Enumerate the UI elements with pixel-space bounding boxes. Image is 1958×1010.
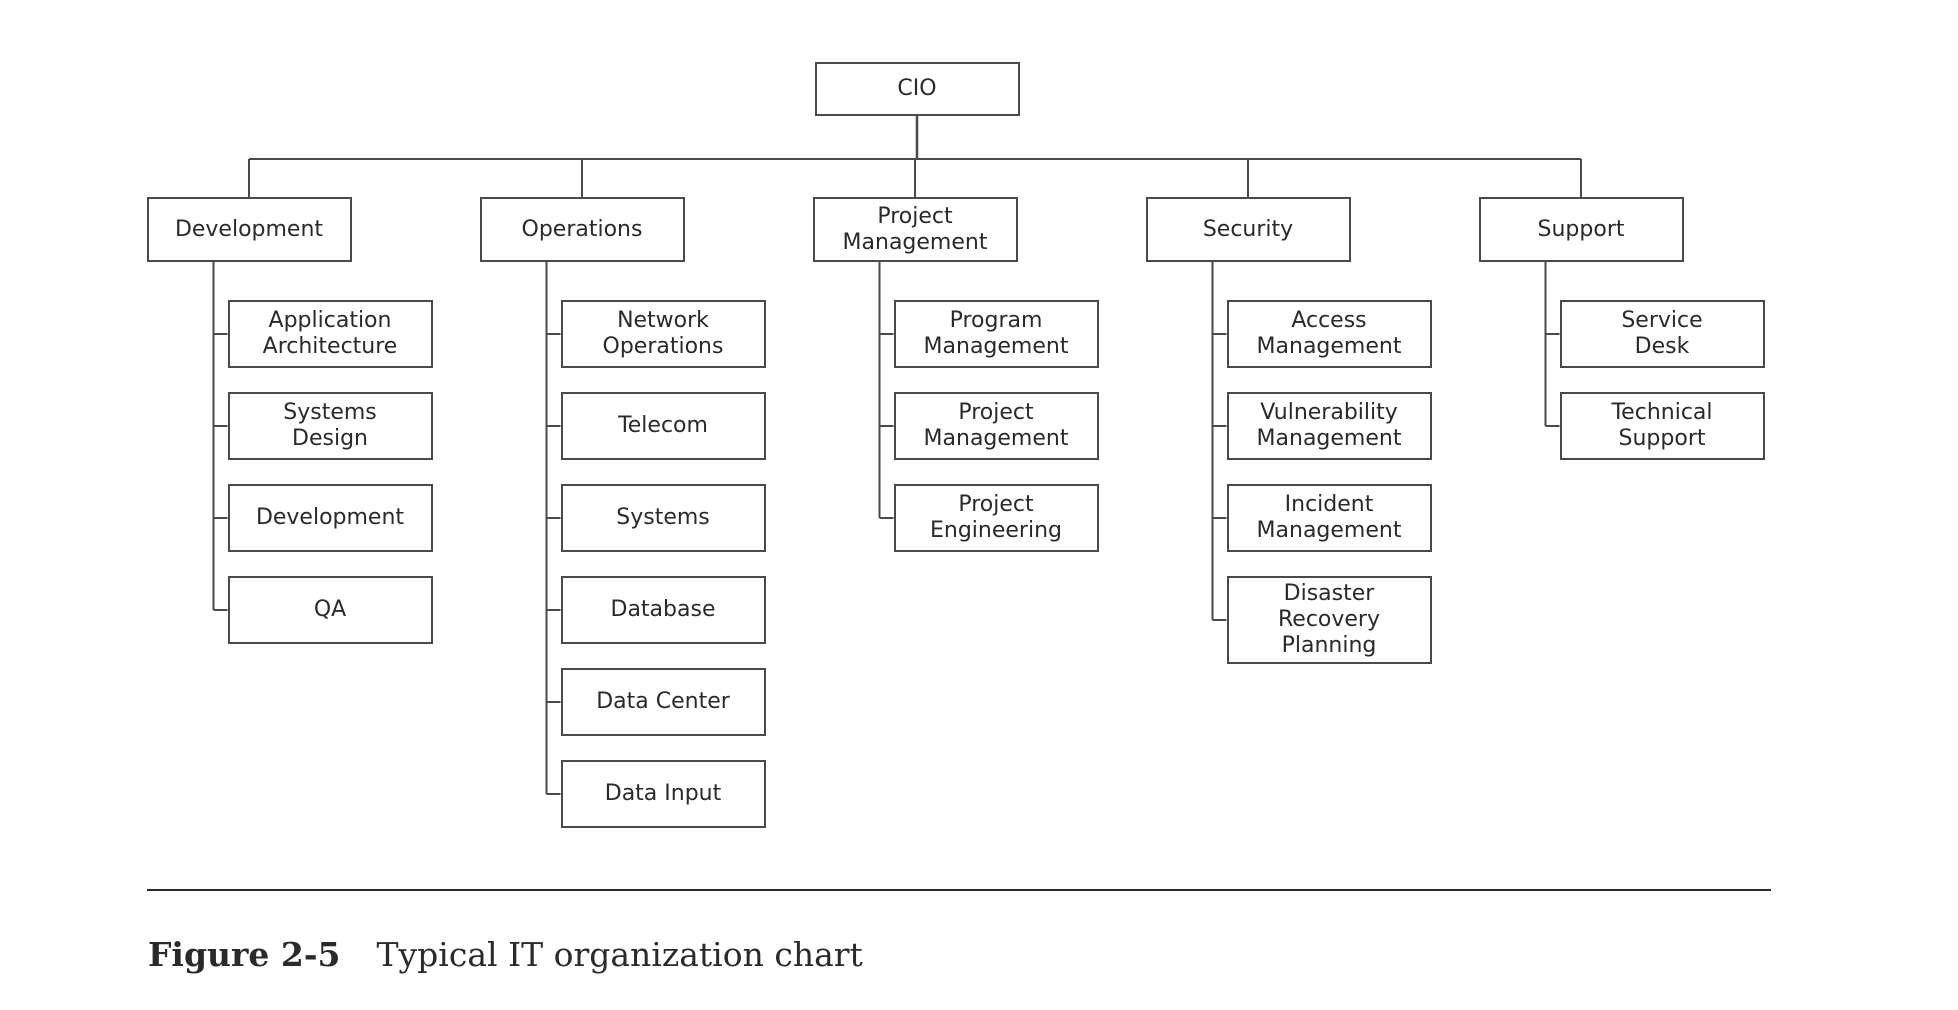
department-box: Support [1478,197,1684,262]
root-box-label: CIO [897,76,937,101]
sub-unit-box: Disaster Recovery Planning [1226,576,1432,664]
figure-caption: Figure 2-5 Typical IT organization chart [148,935,863,974]
sub-unit-box: Program Management [893,300,1099,368]
sub-unit-box: Vulnerability Management [1226,392,1432,460]
department-box-label: Development [174,216,324,242]
sub-unit-box-label: Incident Management [1256,492,1402,543]
sub-unit-box: Incident Management [1226,484,1432,552]
sub-unit-box-label: Technical Support [1611,400,1713,451]
figure-title: Typical IT organization chart [376,935,863,974]
department-box-label: Support [1537,216,1625,242]
sub-unit-box: Application Architecture [227,300,433,368]
sub-unit-box-label: Vulnerability Management [1256,400,1402,451]
sub-unit-box-label: Application Architecture [262,308,398,359]
sub-unit-box: Development [227,484,433,552]
sub-unit-box: Systems Design [227,392,433,460]
sub-unit-box: Telecom [560,392,766,460]
sub-unit-box-label: Database [610,597,716,622]
sub-unit-box-label: Systems [616,505,710,530]
sub-unit-box: Access Management [1226,300,1432,368]
sub-unit-box-label: Data Center [596,689,730,714]
sub-unit-box-label: QA [313,597,347,622]
sub-unit-box-label: Network Operations [602,308,724,359]
sub-unit-box: QA [227,576,433,644]
sub-unit-box-label: Project Engineering [930,492,1062,543]
figure-number: Figure 2-5 [148,935,341,974]
sub-unit-box-label: Telecom [618,413,708,438]
department-box-label: Security [1202,216,1294,242]
sub-unit-box: Data Center [560,668,766,736]
sub-unit-box-label: Data Input [604,781,722,806]
sub-unit-box: Project Engineering [893,484,1099,552]
root-box: CIO [814,62,1020,116]
sub-unit-box: Database [560,576,766,644]
sub-unit-box-label: Disaster Recovery Planning [1277,581,1380,658]
sub-unit-box: Project Management [893,392,1099,460]
department-box: Development [146,197,352,262]
sub-unit-box: Network Operations [560,300,766,368]
sub-unit-box: Technical Support [1559,392,1765,460]
department-box-label: Project Management [842,203,988,255]
sub-unit-box: Service Desk [1559,300,1765,368]
department-box: Security [1145,197,1351,262]
caption-divider [147,889,1771,891]
sub-unit-box: Systems [560,484,766,552]
sub-unit-box-label: Systems Design [283,400,377,451]
department-box: Operations [479,197,685,262]
sub-unit-box-label: Program Management [923,308,1069,359]
sub-unit-box-label: Service Desk [1621,308,1703,359]
department-box: Project Management [812,197,1018,262]
sub-unit-box-label: Project Management [923,400,1069,451]
sub-unit-box: Data Input [560,760,766,828]
department-box-label: Operations [521,216,643,242]
sub-unit-box-label: Access Management [1256,308,1402,359]
sub-unit-box-label: Development [255,505,405,530]
